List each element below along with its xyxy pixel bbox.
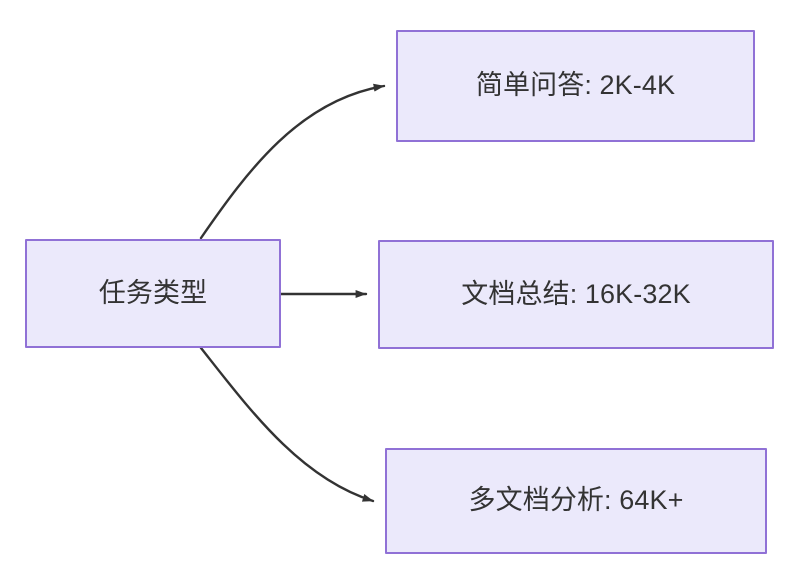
node-task-doc-summary[interactable]: 文档总结: 16K-32K xyxy=(378,240,774,349)
node-task-multi-doc-analysis[interactable]: 多文档分析: 64K+ xyxy=(385,448,767,554)
node-task-simple-qa[interactable]: 简单问答: 2K-4K xyxy=(396,30,755,142)
node-root-label: 任务类型 xyxy=(98,277,208,308)
node-task-multi-doc-analysis-label: 多文档分析: 64K+ xyxy=(468,485,684,516)
node-task-simple-qa-label: 简单问答: 2K-4K xyxy=(475,70,676,101)
edge-root-to-task-0 xyxy=(199,83,386,240)
edge-root-to-task-2 xyxy=(199,346,375,503)
node-task-doc-summary-label: 文档总结: 16K-32K xyxy=(461,278,691,309)
node-root[interactable]: 任务类型 xyxy=(25,239,281,348)
